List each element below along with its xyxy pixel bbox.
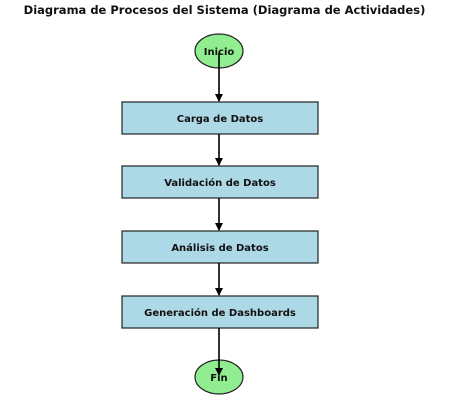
diagram-title: Diagrama de Procesos del Sistema (Diagra… <box>23 3 426 17</box>
process-analyze: Análisis de Datos <box>121 230 319 264</box>
process-analyze-label: Análisis de Datos <box>171 242 268 254</box>
start-node-label: Inicio <box>204 47 235 58</box>
process-validate-label: Validación de Datos <box>164 177 276 189</box>
process-dashboards: Generación de Dashboards <box>121 295 319 329</box>
process-load-label: Carga de Datos <box>177 114 264 125</box>
process-load: Carga de Datos <box>121 101 319 135</box>
end-node-label: Fin <box>210 373 227 384</box>
process-dashboards-label: Generación de Dashboards <box>144 307 296 319</box>
process-validate: Validación de Datos <box>121 165 319 199</box>
